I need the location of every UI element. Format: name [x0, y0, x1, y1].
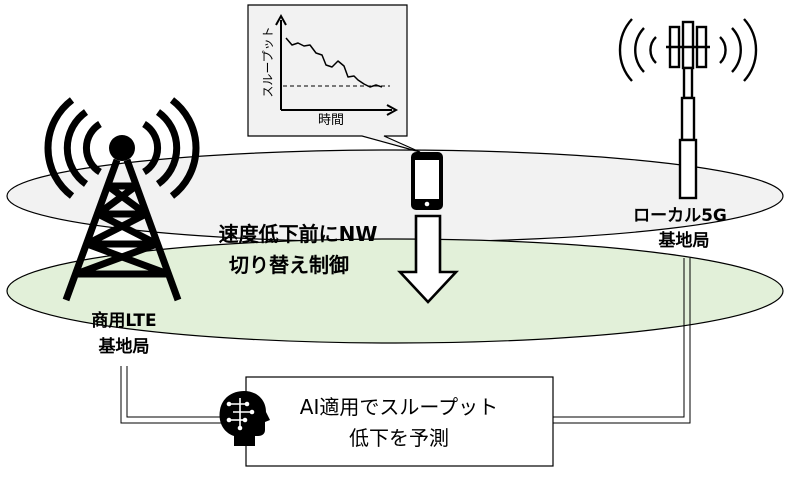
local5g-tower-icon — [618, 18, 758, 200]
inset-x-axis-label: 時間 — [318, 113, 344, 128]
handover-down-arrow — [397, 214, 459, 304]
ai-box-line2: 低下を予測 — [349, 426, 449, 450]
local5g-to-ai-connector — [553, 258, 691, 424]
lte-tower-icon — [44, 97, 200, 302]
throughput-inset-callout: スループット 時間 — [247, 4, 421, 153]
control-text-line2: 切り替え制御 — [229, 253, 349, 277]
local5g-station-label-line1: ローカル5G — [633, 206, 727, 226]
lte-station-label-line1: 商用LTE — [91, 310, 156, 331]
inset-throughput-curve — [285, 37, 383, 88]
control-text-line1: 速度低下前にNW — [219, 222, 378, 246]
ai-prediction-box — [245, 376, 554, 467]
lte-coverage-zone — [6, 238, 784, 344]
inset-chart-axes — [275, 13, 399, 116]
local5g-station-label-line2: 基地局 — [658, 230, 710, 251]
inset-y-axis-label: スループット — [261, 26, 275, 97]
smartphone-icon — [411, 152, 443, 210]
ai-head-icon — [219, 391, 270, 446]
lte-station-label-line2: 基地局 — [98, 336, 150, 357]
lte-to-ai-connector — [120, 366, 246, 424]
ai-box-line1: AI適用でスループット — [300, 395, 498, 419]
